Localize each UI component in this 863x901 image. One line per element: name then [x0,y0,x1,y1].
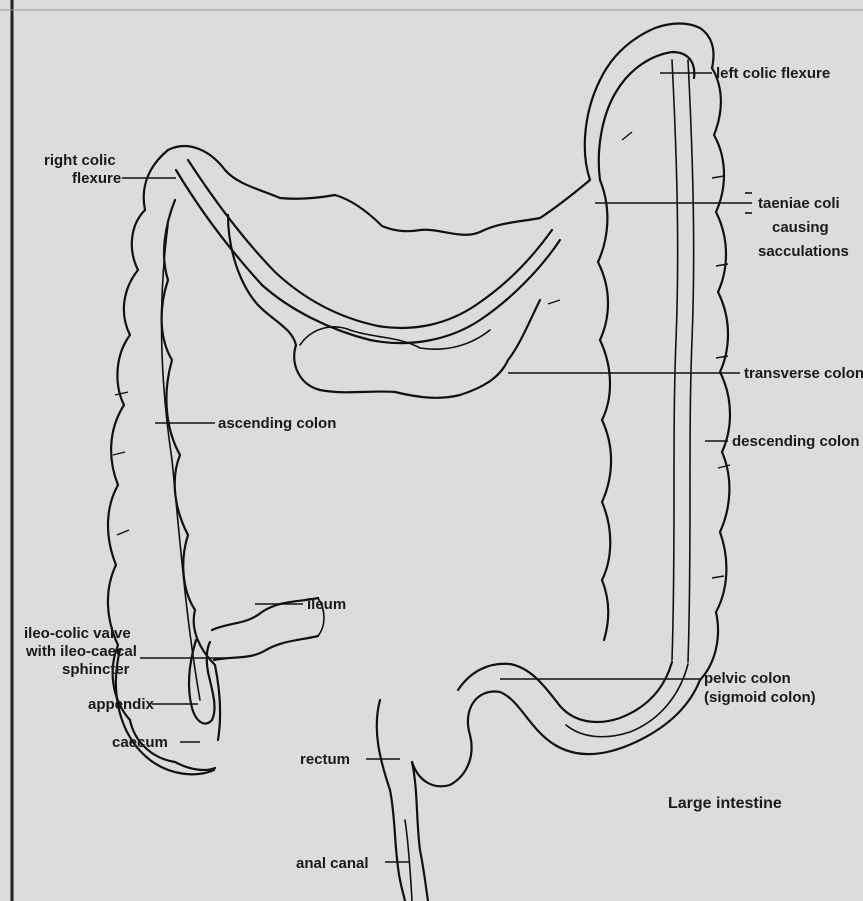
label-pelvic-colon-line2: (sigmoid colon) [704,689,816,706]
label-left-colic-flexure: left colic flexure [716,65,830,82]
labels: left colic flexure right colic flexure t… [24,65,863,872]
ileum-lower-wall [214,636,318,660]
label-ileocolic-line3: sphincter [62,661,130,678]
transverse-band-2 [188,160,552,328]
label-taeniae-line3: sacculations [758,243,849,260]
label-ascending-colon: ascending colon [218,415,336,432]
label-caecum: caecum [112,734,168,751]
leader-lines [122,73,752,862]
label-taeniae-line1: taeniae coli [758,195,840,212]
splenic-flexure-inner [599,52,695,180]
descending-colon-outer-wall [700,68,730,680]
label-transverse-colon: transverse colon [744,365,863,382]
label-rectum: rectum [300,751,350,768]
label-appendix: appendix [88,696,155,713]
figure-caption: Large intestine [668,795,782,812]
sigmoid-taenia [566,664,688,737]
label-right-colic-flexure-line1: right colic [44,152,116,169]
label-ileocolic-line1: ileo-colic valve [24,625,131,642]
colon-outline [108,24,730,901]
descending-colon-inner-wall [598,180,611,640]
anal-canal-line [405,820,412,901]
label-pelvic-colon-line1: pelvic colon [704,670,791,687]
appendix-outline [189,640,215,724]
splenic-flexure-outline [585,24,714,181]
label-ileum: ileum [307,596,346,613]
ileum-upper-wall [212,598,318,630]
descending-taenia-2 [688,60,694,662]
sigmoid-colon-outline [412,680,700,786]
transverse-colon-lower-wall [228,215,540,398]
rectum-left-wall [377,700,405,901]
label-descending-colon: descending colon [732,433,860,450]
label-anal-canal: anal canal [296,855,369,872]
descending-taenia-1 [672,60,678,660]
label-taeniae-line2: causing [772,219,829,236]
label-ileocolic-line2: with ileo-caecal [25,643,137,660]
haustra-marks [113,132,730,578]
label-right-colic-flexure-line2: flexure [72,170,121,187]
